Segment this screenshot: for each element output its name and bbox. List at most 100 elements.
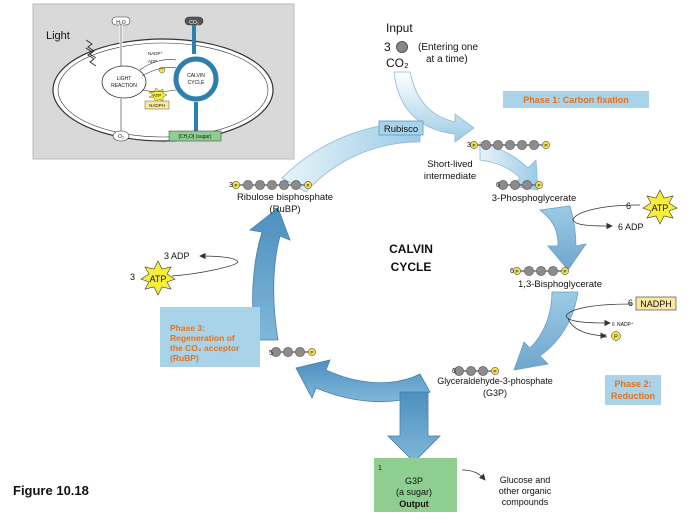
pga-chain: P (498, 180, 543, 190)
phosphate-label: P (472, 143, 475, 148)
svg-text:CALVIN: CALVIN (187, 73, 205, 79)
phosphate-bead (470, 141, 478, 149)
svg-text:Regeneration of: Regeneration of (170, 333, 235, 343)
svg-text:(RuBP): (RuBP) (269, 204, 300, 215)
six-adp-label: 6 ADP (618, 222, 644, 232)
svg-text:ADP: ADP (148, 59, 157, 64)
regen-chain: P (271, 347, 316, 357)
rubisco-box (378, 120, 424, 136)
carbon-bead (295, 347, 305, 357)
carbon-bead (454, 366, 464, 376)
svg-text:NADPH: NADPH (640, 299, 672, 309)
cycle-arc-bottom (295, 359, 431, 402)
input-arrow (393, 71, 475, 143)
svg-text:6: 6 (510, 268, 514, 275)
svg-text:Phase 2:: Phase 2: (614, 379, 651, 389)
nadph-arrow (565, 303, 633, 327)
svg-text:(G3P): (G3P) (483, 388, 507, 398)
svg-text:Reduction: Reduction (611, 391, 655, 401)
atp-star-3 (140, 260, 176, 296)
phase1-box (503, 91, 649, 108)
carbon-bead (529, 140, 539, 150)
pi-arrow (567, 317, 607, 339)
phosphate-label: P (306, 183, 309, 188)
light-zigzag (85, 39, 97, 59)
svg-text:CYCLE: CYCLE (188, 80, 205, 86)
carbon-bead (283, 347, 293, 357)
carbon-bead (498, 180, 508, 190)
svg-text:ATP: ATP (150, 274, 167, 284)
cycle-arrow-to-bpg (538, 205, 587, 271)
svg-text:6: 6 (496, 182, 500, 189)
inset-h2o: H₂O (116, 20, 126, 26)
carbon-bead (505, 140, 515, 150)
atp-to-adp-arrow (572, 204, 641, 230)
svg-text:NADP⁺: NADP⁺ (617, 322, 634, 328)
svg-text:1: 1 (378, 465, 382, 472)
inset-calvin-ring (173, 56, 219, 102)
svg-text:at a time): at a time) (426, 54, 468, 65)
phosphate-bead (535, 181, 543, 189)
phosphate-bead (542, 141, 550, 149)
svg-text:3: 3 (467, 142, 471, 149)
carbon-bead (267, 180, 277, 190)
pga-label: 3-Phosphoglycerate (492, 193, 577, 204)
phosphate-bead (491, 367, 499, 375)
input-label: Input (386, 21, 413, 35)
pi-icon (611, 331, 621, 341)
svg-text:(RuBP): (RuBP) (170, 353, 199, 363)
phosphate-bead (513, 267, 521, 275)
carbon-bead (291, 180, 301, 190)
phase1-label: Phase 1: Carbon fixation (523, 95, 629, 105)
svg-text:P: P (614, 335, 618, 341)
glucose-arrow (461, 469, 486, 481)
carbon-bead (522, 180, 532, 190)
carbon-bead (493, 140, 503, 150)
inset-sugar-box (168, 130, 222, 142)
phase2-box (605, 375, 661, 405)
svg-text:6: 6 (452, 368, 456, 375)
output-box (374, 458, 457, 512)
svg-text:6: 6 (612, 322, 615, 328)
phosphate-bead (561, 267, 569, 275)
carbon-bead (279, 180, 289, 190)
svg-text:LIGHT: LIGHT (117, 76, 132, 82)
left-atp-arrow (171, 252, 239, 277)
carbon-bead (255, 180, 265, 190)
svg-text:intermediate: intermediate (424, 171, 476, 182)
svg-text:other organic: other organic (499, 486, 552, 496)
phosphate-bead (308, 348, 316, 356)
carbon-bead (548, 266, 558, 276)
phosphate-label: P (234, 183, 237, 188)
g3p-label: Glyceraldehyde-3-phosphate (437, 376, 553, 386)
svg-text:NADPH: NADPH (149, 103, 165, 108)
input-co2: CO₂ (386, 56, 409, 70)
cycle-arrow-to-g3p (513, 291, 579, 371)
svg-text:6: 6 (626, 201, 631, 211)
svg-text:the CO₂ acceptor: the CO₂ acceptor (170, 343, 240, 353)
output-arrow (387, 391, 441, 463)
svg-text:6: 6 (628, 298, 633, 308)
phosphate-bead (304, 181, 312, 189)
carbon-bead (536, 266, 546, 276)
svg-text:3: 3 (229, 182, 233, 189)
figure-label: Figure 10.18 (13, 483, 89, 498)
phase3-box (160, 307, 260, 367)
input-section: Input 3 CO₂ (Entering one at a time) (384, 21, 478, 70)
svg-text:(a sugar): (a sugar) (396, 487, 432, 497)
output-g3p: G3P (405, 476, 423, 486)
chloroplast-inset: Light H₂O CO₂ LIGHT REACTION CALVIN CYCL… (32, 3, 295, 160)
phosphate-label: P (537, 183, 540, 188)
carbon-bead (524, 266, 534, 276)
phosphate-label: P (493, 369, 496, 374)
svg-text:compounds: compounds (502, 497, 549, 507)
phosphate-bead (232, 181, 240, 189)
center-label-1: CALVIN (389, 242, 433, 256)
phosphate-label: P (544, 143, 547, 148)
bpg-label: 1,3-Bisphoglycerate (518, 279, 602, 290)
carbon-bead (271, 347, 281, 357)
